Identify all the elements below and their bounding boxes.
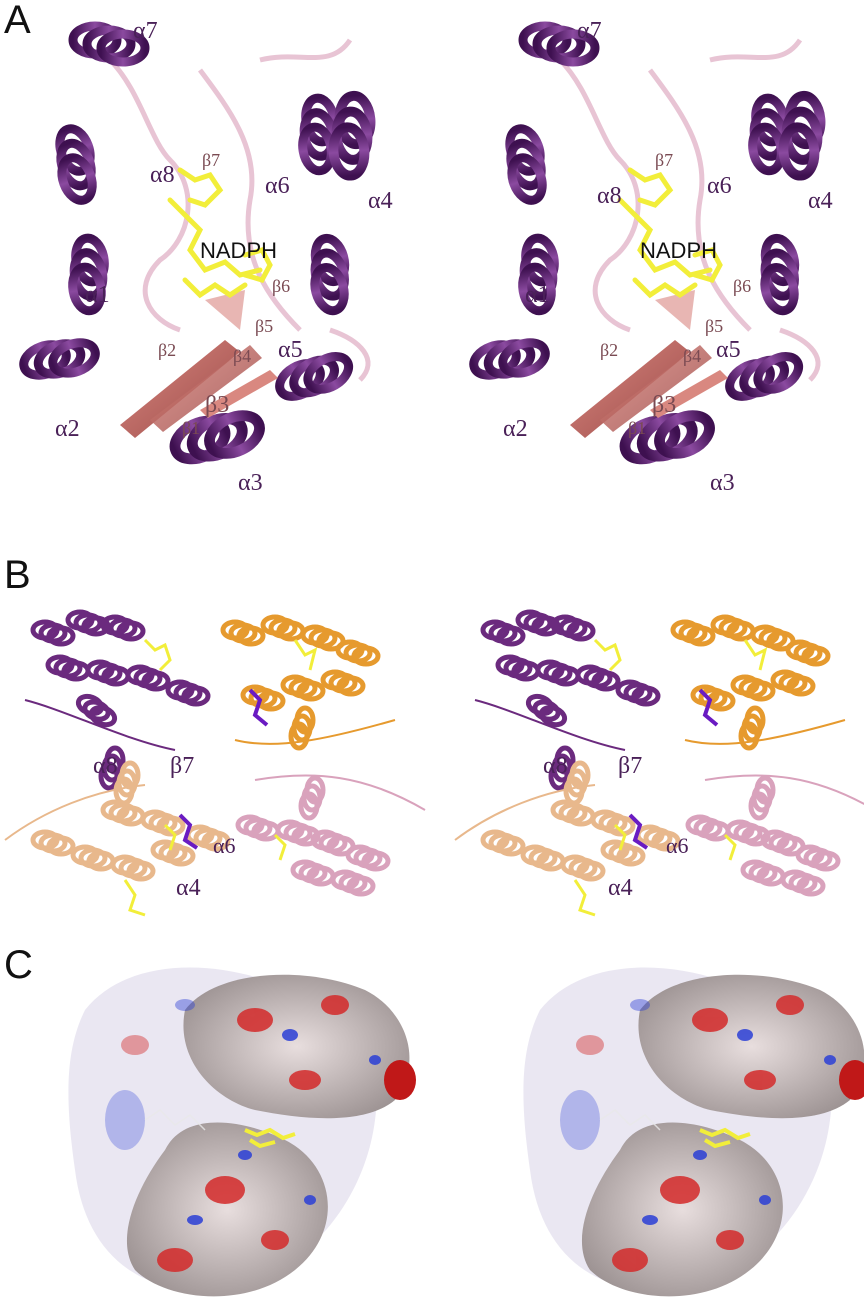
label-alpha1-right: α1 <box>525 282 550 308</box>
label-b-alpha6-right: α6 <box>666 833 689 858</box>
panel-a-letter: A <box>4 0 31 42</box>
label-beta1-left: β1 <box>182 418 200 438</box>
label-alpha3-right: α3 <box>710 470 735 496</box>
label-b-alpha4-left: α4 <box>176 875 201 901</box>
label-beta4-left: β4 <box>233 346 251 366</box>
label-beta4-right: β4 <box>683 346 701 366</box>
label-beta7-right: β7 <box>655 150 673 170</box>
label-beta2-left: β2 <box>158 340 176 360</box>
panel-c-letter: C <box>4 943 33 987</box>
label-alpha7-right: α7 <box>577 18 602 44</box>
label-b-alpha8-right: α8 <box>543 753 568 779</box>
label-alpha2-left: α2 <box>55 416 80 442</box>
label-beta5-right: β5 <box>705 316 723 336</box>
panel-b-left-view <box>5 612 425 915</box>
panel-c-right-view <box>521 965 864 1299</box>
panel-b-letter: B <box>4 553 31 597</box>
label-beta3-right: β3 <box>652 392 676 418</box>
panel-a: A <box>0 0 864 540</box>
panel-c-left-view <box>66 965 418 1299</box>
panel-b: B <box>0 555 864 935</box>
label-beta3-left: β3 <box>205 392 229 418</box>
label-alpha5-left: α5 <box>278 337 303 363</box>
panel-b-right-view <box>455 612 864 915</box>
label-alpha4-left: α4 <box>368 188 393 214</box>
label-b-alpha6-left: α6 <box>213 833 236 858</box>
label-beta2-right: β2 <box>600 340 618 360</box>
label-beta1-right: β1 <box>628 418 646 438</box>
panel-a-left-view <box>20 26 376 475</box>
label-b-beta7-left: β7 <box>170 753 194 779</box>
label-alpha6-left: α6 <box>265 173 290 199</box>
label-beta6-right: β6 <box>733 276 751 296</box>
label-b-alpha8-left: α8 <box>93 753 118 779</box>
label-alpha5-right: α5 <box>716 337 741 363</box>
panel-c: C <box>0 945 864 1307</box>
label-alpha4-right: α4 <box>808 188 833 214</box>
label-beta6-left: β6 <box>272 276 290 296</box>
label-alpha2-right: α2 <box>503 416 528 442</box>
label-alpha8-left: α8 <box>150 162 175 188</box>
label-b-alpha4-right: α4 <box>608 875 633 901</box>
label-alpha8-right: α8 <box>597 183 622 209</box>
panel-b-structure: α8 β7 α6 α4 α8 β7 α6 α4 <box>0 555 864 935</box>
panel-c-surface <box>66 965 864 1299</box>
label-alpha3-left: α3 <box>238 470 263 496</box>
label-b-beta7-right: β7 <box>618 753 642 779</box>
panel-a-structure: α7 α8 α6 α4 α1 α5 α2 α3 β7 β6 β5 β2 β4 β… <box>0 18 833 496</box>
label-beta7-left: β7 <box>202 150 220 170</box>
label-alpha7-left: α7 <box>133 18 158 44</box>
label-nadph-right: NADPH <box>640 238 717 263</box>
label-alpha1-left: α1 <box>85 282 110 308</box>
label-alpha6-right: α6 <box>707 173 732 199</box>
label-nadph-left: NADPH <box>200 238 277 263</box>
label-beta5-left: β5 <box>255 316 273 336</box>
